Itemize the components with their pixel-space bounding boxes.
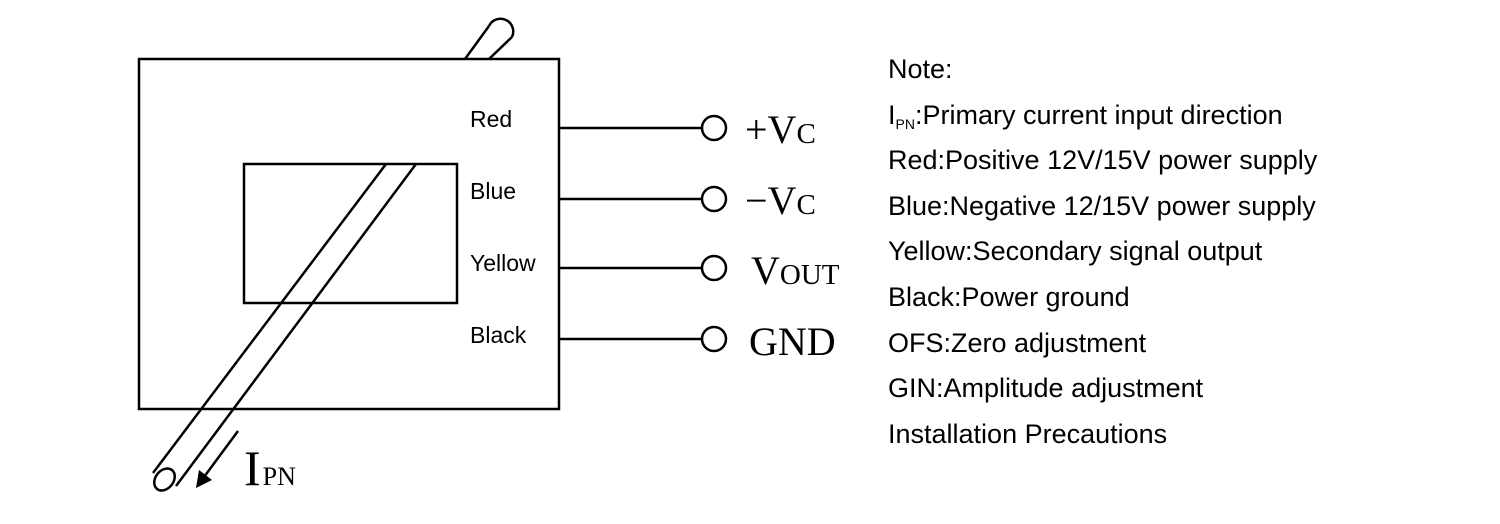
note-blue: Blue:Negative 12/15V power supply [888, 190, 1316, 221]
wire-label-black: Black [470, 322, 527, 348]
notes-title: Note: [888, 54, 953, 84]
note-ipn-sub: PN [895, 115, 915, 132]
terminal-vc-minus [700, 185, 728, 213]
terminal-label-vout: VOUT [751, 248, 840, 293]
terminal-vout [700, 254, 728, 282]
note-ipn-text: :Primary current input direction [914, 99, 1283, 130]
note-ipn: IPN:Primary current input direction [888, 96, 1317, 142]
terminal-label-vc-plus: +VC [745, 107, 816, 152]
wire-label-blue: Blue [470, 178, 516, 204]
notes-list: Note: IPN:Primary current input directio… [888, 50, 1317, 460]
terminal-vc-plus [700, 114, 728, 142]
terminal-gnd [700, 325, 728, 353]
note-installation: Installation Precautions [888, 418, 1168, 449]
terminal-circles [700, 114, 728, 353]
primary-conductor [152, 17, 515, 492]
note-black: Black:Power ground [888, 281, 1130, 312]
note-gin: GIN:Amplitude adjustment [888, 373, 1204, 404]
sensor-body [137, 57, 561, 411]
lead-lines [559, 126, 701, 341]
current-label: IPN [244, 440, 296, 496]
note-ofs: OFS:Zero adjustment [888, 327, 1147, 358]
wire-label-red: Red [470, 106, 512, 132]
note-ipn-prefix: I [888, 99, 896, 130]
note-yellow: Yellow:Secondary signal output [888, 236, 1263, 267]
note-red: Red:Positive 12V/15V power supply [888, 145, 1318, 176]
current-direction-arrow [196, 430, 240, 488]
sensor-aperture [242, 162, 459, 305]
wire-label-yellow: Yellow [470, 250, 536, 276]
terminal-label-vc-minus: −VC [745, 178, 816, 223]
terminal-label-gnd: GND [749, 319, 836, 364]
